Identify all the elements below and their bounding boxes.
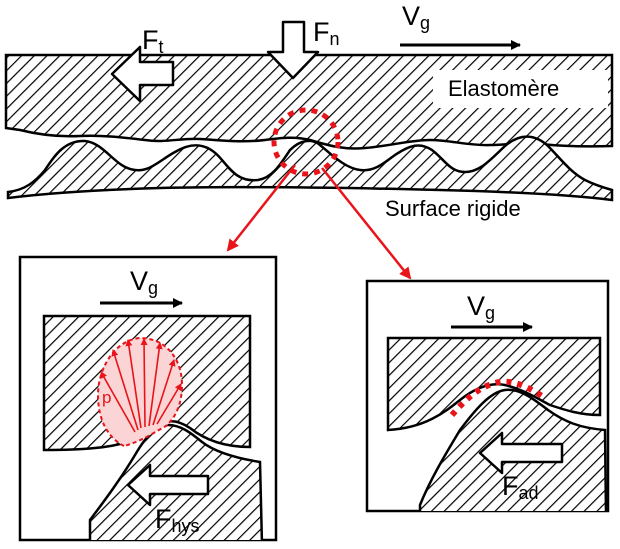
zoom-circle xyxy=(271,107,341,177)
adhesion-line xyxy=(449,378,547,417)
rigid-surface xyxy=(6,135,614,202)
zoom-arrow-right xyxy=(321,167,412,280)
vg-label-top: Vg xyxy=(402,1,430,33)
fn-label: Fn xyxy=(313,17,340,49)
fn-arrow-icon xyxy=(266,20,320,80)
fad-arrow-icon xyxy=(478,431,564,475)
pressure-zone xyxy=(96,336,184,448)
adhesion-inset: Vg Fad xyxy=(365,279,610,513)
ad-elastomer xyxy=(386,336,602,432)
fhys-arrow-icon xyxy=(126,463,210,507)
zoom-arrow-left xyxy=(226,164,296,252)
vg-label-right: Vg xyxy=(467,291,495,323)
p-label: p xyxy=(102,388,111,407)
hysteresis-inset: p Vg Fhys xyxy=(18,255,278,542)
ft-label: Ft xyxy=(142,25,164,57)
surface-rigide-label: Surface rigide xyxy=(385,196,521,221)
ft-arrow-icon xyxy=(110,45,175,103)
pressure-arrows xyxy=(100,338,182,433)
elastomere-label-box xyxy=(433,70,608,108)
top-scene: Elastomère Surface rigide Fn Ft Vg xyxy=(4,1,614,280)
vg-label-left: Vg xyxy=(130,266,158,298)
fhys-label: Fhys xyxy=(155,504,200,536)
fad-label: Fad xyxy=(502,471,539,503)
elastomere-label: Elastomère xyxy=(448,76,559,101)
